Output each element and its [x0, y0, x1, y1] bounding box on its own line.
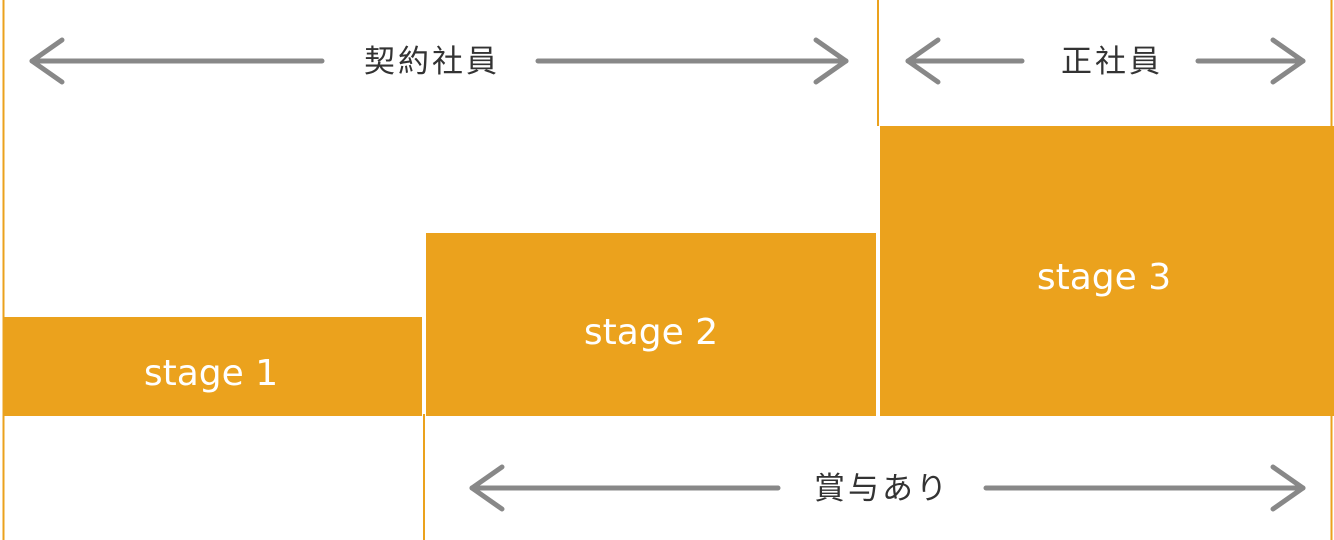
stage-2-label: stage 2	[584, 312, 718, 353]
stage-2-block	[426, 233, 876, 416]
regular-span-arrow	[905, 37, 1306, 85]
contract-span-label: 契約社員	[364, 44, 500, 80]
bonus-span-arrow	[469, 464, 1306, 512]
stage-1-label: stage 1	[144, 353, 278, 394]
regular-span-label: 正社員	[1061, 44, 1163, 80]
stage-3-block	[880, 126, 1334, 416]
stage-3-label: stage 3	[1037, 257, 1171, 298]
stage-1-block	[4, 317, 422, 416]
bonus-span-label: 賞与あり	[814, 471, 950, 507]
contract-span-arrow	[29, 37, 849, 85]
